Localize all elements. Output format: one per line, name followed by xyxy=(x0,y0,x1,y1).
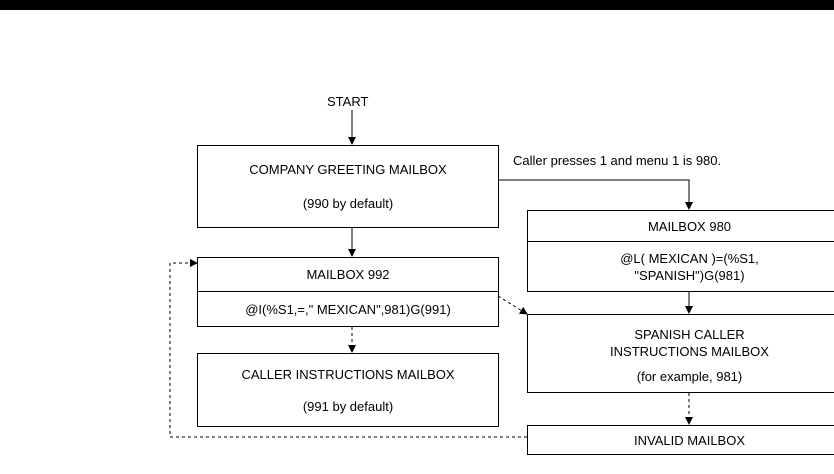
spanish-instructions-subtitle: (for example, 981) xyxy=(636,368,743,384)
mailbox-980-title: MAILBOX 980 xyxy=(647,218,732,234)
spanish-instructions-title: SPANISH CALLER INSTRUCTIONS MAILBOX xyxy=(610,326,769,359)
branch-label: Caller presses 1 and menu 1 is 980. xyxy=(513,153,722,168)
caller-instructions-subtitle: (991 by default) xyxy=(302,398,394,414)
mailbox-992-command: @I(%S1,=," MEXICAN",981)G(991) xyxy=(198,291,498,326)
company-greeting-subtitle: (990 by default) xyxy=(302,196,394,212)
top-bar xyxy=(0,0,834,10)
invalid-mailbox-title: INVALID MAILBOX xyxy=(633,432,745,448)
arrow-greeting-to-980 xyxy=(498,179,693,210)
company-greeting-box: COMPANY GREETING MAILBOX (990 by default… xyxy=(197,145,499,228)
mailbox-992-title: MAILBOX 992 xyxy=(306,267,390,282)
mailbox-992-box: MAILBOX 992 @I(%S1,=," MEXICAN",981)G(99… xyxy=(197,257,499,327)
caller-instructions-box: CALLER INSTRUCTIONS MAILBOX (991 by defa… xyxy=(197,353,499,427)
company-greeting-title: COMPANY GREETING MAILBOX xyxy=(249,161,447,177)
arrow-invalid-loop-to-992 xyxy=(169,259,527,438)
spanish-instructions-box: SPANISH CALLER INSTRUCTIONS MAILBOX (for… xyxy=(527,314,834,393)
mailbox-980-command: @L( MEXICAN )=(%S1, "SPANISH")G(981) xyxy=(528,241,834,291)
invalid-mailbox-box: INVALID MAILBOX xyxy=(527,425,834,455)
arrow-992-to-spanish xyxy=(497,295,528,315)
mailbox-980-box: MAILBOX 980 @L( MEXICAN )=(%S1, "SPANISH… xyxy=(527,210,834,292)
caller-instructions-title: CALLER INSTRUCTIONS MAILBOX xyxy=(241,366,455,382)
start-label: START xyxy=(327,94,369,109)
